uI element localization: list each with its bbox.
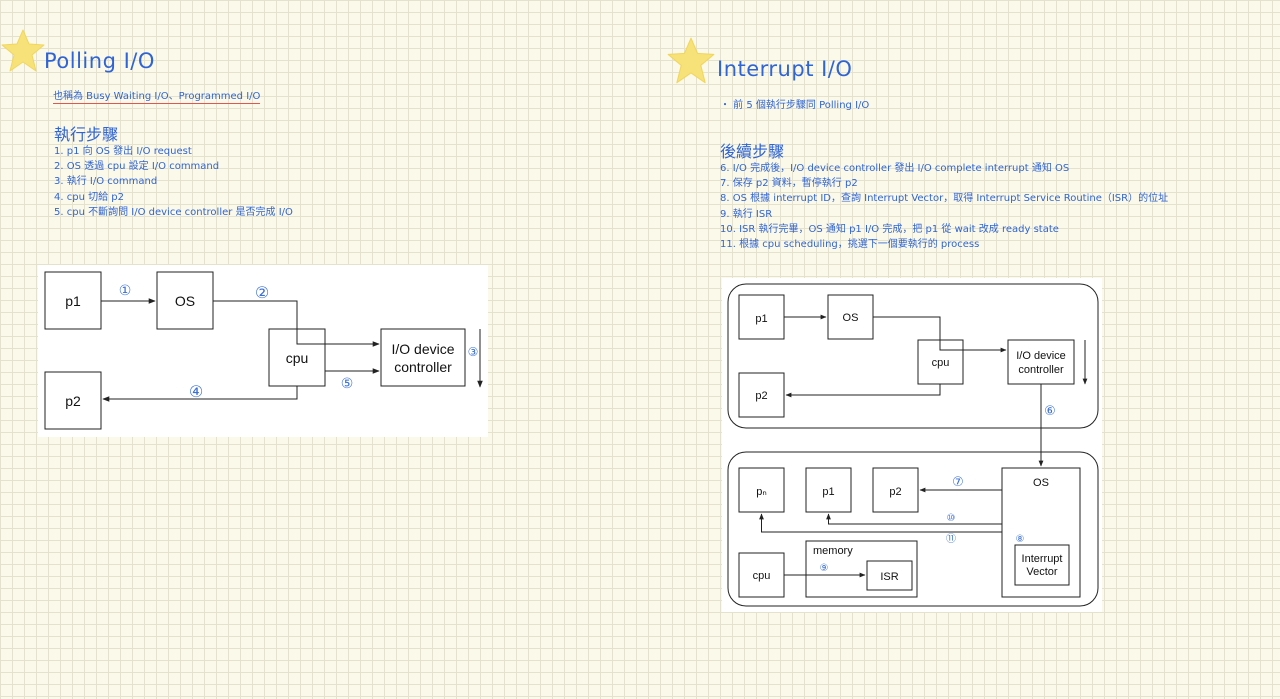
list-item: 11. 根據 cpu scheduling，挑選下一個要執行的 process — [720, 238, 980, 250]
arrow-cpu-p2 — [102, 386, 298, 402]
list-item: 9. 執行 ISR — [720, 208, 773, 220]
p1-ready-box — [805, 467, 852, 513]
list-item: 1. p1 向 OS 發出 I/O request — [54, 146, 192, 157]
process-area-container — [727, 283, 1099, 429]
list-item: 6. I/O 完成後，I/O device controller 發出 I/O … — [720, 163, 1070, 174]
list-item: 7. 保存 p2 資料，暫停執行 p2 — [720, 178, 858, 190]
pn-box — [738, 467, 785, 513]
polling-steps-heading: 執行步驟 — [54, 125, 119, 144]
polling-subtitle: 也稱為 Busy Waiting I/O、Programmed I/O — [53, 87, 261, 104]
p2-label: p2 — [65, 393, 81, 409]
step-5-marker: ⑤ — [341, 376, 354, 392]
p2-label: p2 — [755, 390, 767, 402]
list-item: 10. ISR 執行完畢，OS 通知 p1 I/O 完成，把 p1 從 wait… — [720, 223, 1059, 235]
io-label-line1: I/O device — [1016, 350, 1066, 362]
os-box — [827, 294, 874, 340]
io-controller-box — [380, 328, 466, 387]
io-controller-box — [1007, 339, 1075, 385]
p1-ready-label: p1 — [822, 486, 834, 498]
isr-label: ISR — [880, 571, 898, 583]
polling-diagram: p1 OS cpu I/O device controller p2 ① ② ③… — [38, 265, 488, 437]
io-label-line2: controller — [394, 359, 452, 375]
step-2-marker: ② — [255, 283, 269, 302]
iv-label-line2: Vector — [1026, 566, 1058, 578]
io-label-line1: I/O device — [391, 341, 454, 357]
os-label: OS — [843, 312, 859, 324]
arrow-os-notify-p1 — [826, 513, 1002, 525]
interrupt-vector-box — [1014, 544, 1070, 586]
arrow-os-io — [873, 316, 1007, 353]
memory-label: memory — [813, 545, 853, 557]
step-8-marker: ⑧ — [1016, 534, 1025, 545]
interrupt-steps-list: 6. I/O 完成後，I/O device controller 發出 I/O … — [720, 161, 1168, 252]
arrow-os-schedule-pn — [759, 513, 1002, 533]
os-label: OS — [175, 293, 195, 309]
io-label-line2: controller — [1018, 364, 1064, 376]
polling-steps-list: 1. p1 向 OS 發出 I/O request 2. OS 透過 cpu 設… — [54, 144, 293, 220]
interrupt-title: Interrupt I/O — [717, 57, 853, 81]
list-item: 3. 執行 I/O command — [54, 176, 158, 188]
os-box — [156, 271, 214, 330]
p1-label: p1 — [755, 313, 767, 325]
cpu-label: cpu — [286, 350, 309, 366]
p2-box — [44, 371, 102, 430]
arrow-os-io — [213, 300, 380, 347]
step-3-marker: ③ — [468, 345, 479, 359]
cpu-kernel-box — [738, 552, 785, 598]
cpu-label: cpu — [932, 357, 950, 369]
interrupt-steps-heading: 後續步驟 — [720, 142, 785, 161]
os-kernel-label: OS — [1033, 477, 1049, 489]
list-item: 4. cpu 切給 p2 — [54, 191, 124, 203]
step-1-marker: ① — [119, 283, 132, 299]
p1-label: p1 — [65, 293, 81, 309]
p1-box — [738, 294, 785, 340]
arrow-cpu-p2 — [785, 384, 941, 398]
list-item: 5. cpu 不斷詢問 I/O device controller 是否完成 I… — [54, 206, 293, 218]
iv-label-line1: Interrupt — [1022, 553, 1063, 565]
p2-saved-label: p2 — [889, 486, 901, 498]
kernel-area-container — [727, 451, 1099, 607]
list-item: 8. OS 根據 interrupt ID，查詢 Interrupt Vecto… — [720, 193, 1169, 205]
p1-box — [44, 271, 102, 330]
star-icon — [667, 37, 715, 84]
list-item: 2. OS 透過 cpu 設定 I/O command — [54, 161, 220, 173]
interrupt-diagram: p1 OS cpu I/O device controller p2 ⑥ pₙ … — [722, 278, 1102, 612]
p2-saved-box — [872, 467, 919, 513]
step-4-marker: ④ — [189, 382, 203, 401]
isr-box — [866, 560, 913, 591]
cpu-kernel-label: cpu — [753, 570, 771, 582]
p2-box — [738, 372, 785, 418]
interrupt-note: ・ 前 5 個執行步驟同 Polling I/O — [720, 100, 870, 111]
step-11-marker: ⑪ — [946, 533, 956, 545]
polling-title: Polling I/O — [44, 49, 155, 73]
step-9-marker: ⑨ — [820, 563, 829, 574]
step-10-marker: ⑩ — [947, 513, 956, 524]
step-6-marker: ⑥ — [1044, 404, 1056, 419]
pn-label: pₙ — [756, 486, 767, 498]
star-icon — [1, 29, 45, 72]
step-7-marker: ⑦ — [952, 475, 964, 490]
